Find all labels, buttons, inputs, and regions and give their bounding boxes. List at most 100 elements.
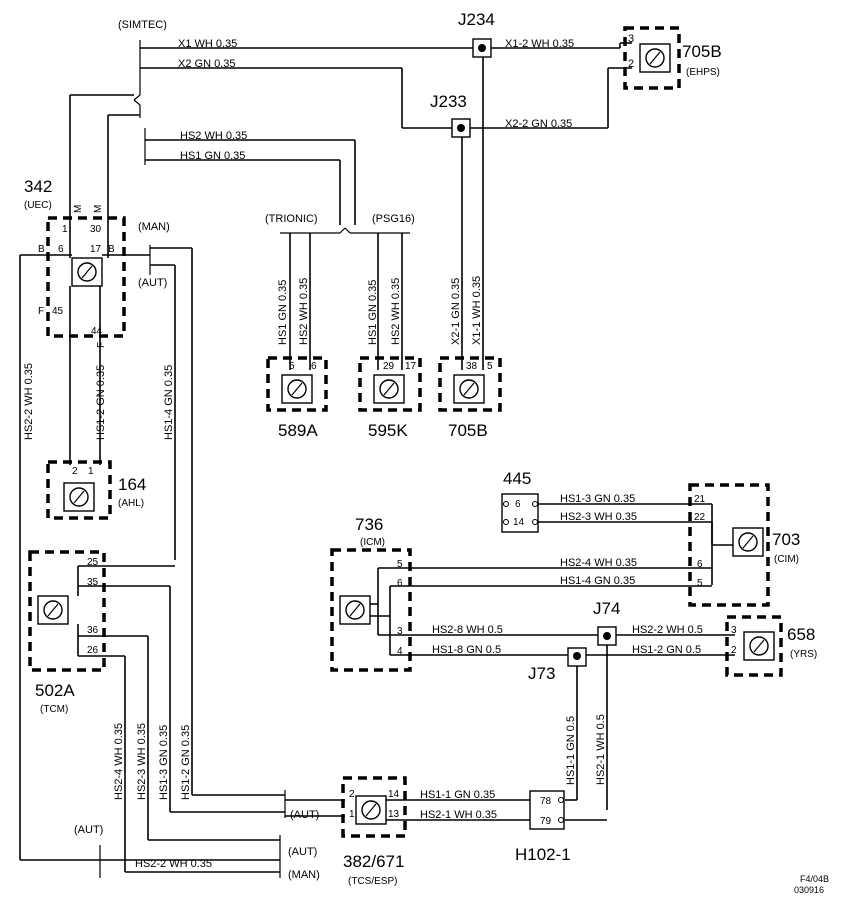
wire-hs1-2-v: HS1-2 GN 0.35 (180, 725, 192, 800)
label-cim: (CIM) (774, 554, 799, 565)
wire-x1-2: X1-2 WH 0.35 (505, 38, 574, 50)
wire-hs2-3-445: HS2-3 WH 0.35 (560, 511, 637, 523)
label-705b-bottom: 705B (448, 421, 488, 440)
component-705b-top (623, 26, 681, 90)
pin-502a-26: 26 (87, 645, 99, 656)
wire-x2-2: X2-2 GN 0.35 (505, 118, 572, 130)
wire-hs2: HS2 WH 0.35 (180, 130, 247, 142)
label-h102-1: H102-1 (515, 845, 571, 864)
wire-hs2-3-v: HS2-3 WH 0.35 (136, 723, 148, 800)
component-445 (501, 493, 712, 533)
label-aut-top: (AUT) (138, 277, 167, 289)
label-703: 703 (772, 530, 800, 549)
label-589a: 589A (278, 421, 318, 440)
pin-502a-36: 36 (87, 625, 99, 636)
wire-hs1-4-icm: HS1-4 GN 0.35 (560, 575, 635, 587)
pin-h102-79: 79 (540, 816, 552, 827)
pin-705-38: 38 (466, 361, 478, 372)
wire-hs2-1-h: HS2-1 WH 0.35 (420, 809, 497, 821)
label-tcm: (TCM) (40, 704, 68, 715)
component-502a (28, 550, 175, 872)
label-ehps: (EHPS) (686, 67, 720, 78)
component-595k (358, 356, 422, 412)
label-man-top: (MAN) (138, 221, 170, 233)
pin-382-14: 14 (388, 789, 400, 800)
pin-658-3: 3 (731, 625, 737, 636)
wire-hs1-1-h: HS1-1 GN 0.35 (420, 789, 495, 801)
component-382-671 (341, 776, 530, 838)
pin-705b-3: 3 (628, 33, 634, 45)
wire-hs1: HS1 GN 0.35 (180, 150, 245, 162)
figure-ref-2: 030916 (794, 885, 824, 895)
label-yrs: (YRS) (790, 649, 817, 660)
pin-382-13: 13 (388, 809, 400, 820)
wire-595-hs1: HS1 GN 0.35 (367, 280, 379, 345)
label-aut-bottom: (AUT) (288, 846, 317, 858)
junction-j74: J74 (593, 599, 620, 618)
label-aut-mid: (AUT) (290, 809, 319, 821)
label-psg16: (PSG16) (372, 213, 415, 225)
wire-589-hs1: HS1 GN 0.35 (277, 280, 289, 345)
label-595k: 595K (368, 421, 408, 440)
junction-j233: J233 (430, 92, 467, 111)
pin-703-21: 21 (694, 494, 706, 505)
junction-feeds (451, 38, 492, 370)
pin-502a-35: 35 (87, 577, 99, 588)
wire-hs1-2-left: HS1-2 GN 0.35 (95, 365, 107, 440)
pin-589-6: 6 (311, 361, 317, 372)
wire-x2-1: X2-1 GN 0.35 (450, 278, 462, 345)
pin-445-14: 14 (513, 517, 525, 528)
tag-f2: F (96, 342, 107, 348)
label-736: 736 (355, 515, 383, 534)
pin-705b-2: 2 (628, 58, 634, 70)
tag-f1: F (38, 306, 44, 317)
wire-hs2-4-v: HS2-4 WH 0.35 (113, 723, 125, 800)
label-uec: (UEC) (24, 200, 52, 211)
label-man-bottom: (MAN) (288, 869, 320, 881)
bottom-routing (20, 790, 345, 878)
pin-382-1: 1 (349, 809, 355, 820)
pin-342-30: 30 (90, 224, 102, 235)
label-simtec: (SIMTEC) (118, 19, 167, 31)
pin-595-17: 17 (405, 361, 417, 372)
wire-hs1-8: HS1-8 GN 0.5 (432, 644, 501, 656)
component-736 (330, 548, 735, 672)
simtec-bus (69, 40, 632, 225)
wire-hs1-4-mid: HS1-4 GN 0.35 (163, 365, 175, 440)
pin-703-5: 5 (697, 578, 703, 589)
pin-382-2: 2 (349, 789, 355, 800)
component-342 (19, 216, 150, 860)
junction-j73: J73 (528, 664, 555, 683)
label-164: 164 (118, 475, 146, 494)
wire-hs1-3-v: HS1-3 GN 0.35 (158, 725, 170, 800)
component-703 (688, 483, 770, 607)
label-502a: 502A (35, 681, 75, 700)
wire-hs2-2-yrs: HS2-2 WH 0.5 (632, 624, 703, 636)
pin-736-6: 6 (397, 578, 403, 589)
pin-342-6: 6 (58, 244, 64, 255)
pin-342-1: 1 (62, 224, 68, 235)
label-342: 342 (24, 177, 52, 196)
component-658 (725, 615, 783, 677)
tag-b2: B (108, 244, 115, 255)
wire-hs2-2-bottom: HS2-2 WH 0.35 (135, 858, 212, 870)
tag-m1: M (73, 205, 84, 213)
wire-hs2-4-icm: HS2-4 WH 0.35 (560, 557, 637, 569)
wire-hs2-8: HS2-8 WH 0.5 (432, 624, 503, 636)
label-tcs-esp: (TCS/ESP) (348, 876, 397, 887)
wire-589-hs2: HS2 WH 0.35 (298, 278, 310, 345)
pin-705-5: 5 (487, 361, 493, 372)
wire-x1: X1 WH 0.35 (178, 38, 237, 50)
pin-703-22: 22 (694, 512, 706, 523)
pin-736-4: 4 (397, 646, 403, 657)
pin-703-6: 6 (697, 559, 703, 570)
pin-595-29: 29 (383, 361, 395, 372)
label-705b-top: 705B (682, 42, 722, 61)
junctions-lower (565, 626, 617, 821)
label-382-671: 382/671 (343, 852, 404, 871)
tag-m2: M (93, 205, 104, 213)
pin-342-44: 44 (91, 326, 103, 337)
label-445: 445 (503, 469, 531, 488)
